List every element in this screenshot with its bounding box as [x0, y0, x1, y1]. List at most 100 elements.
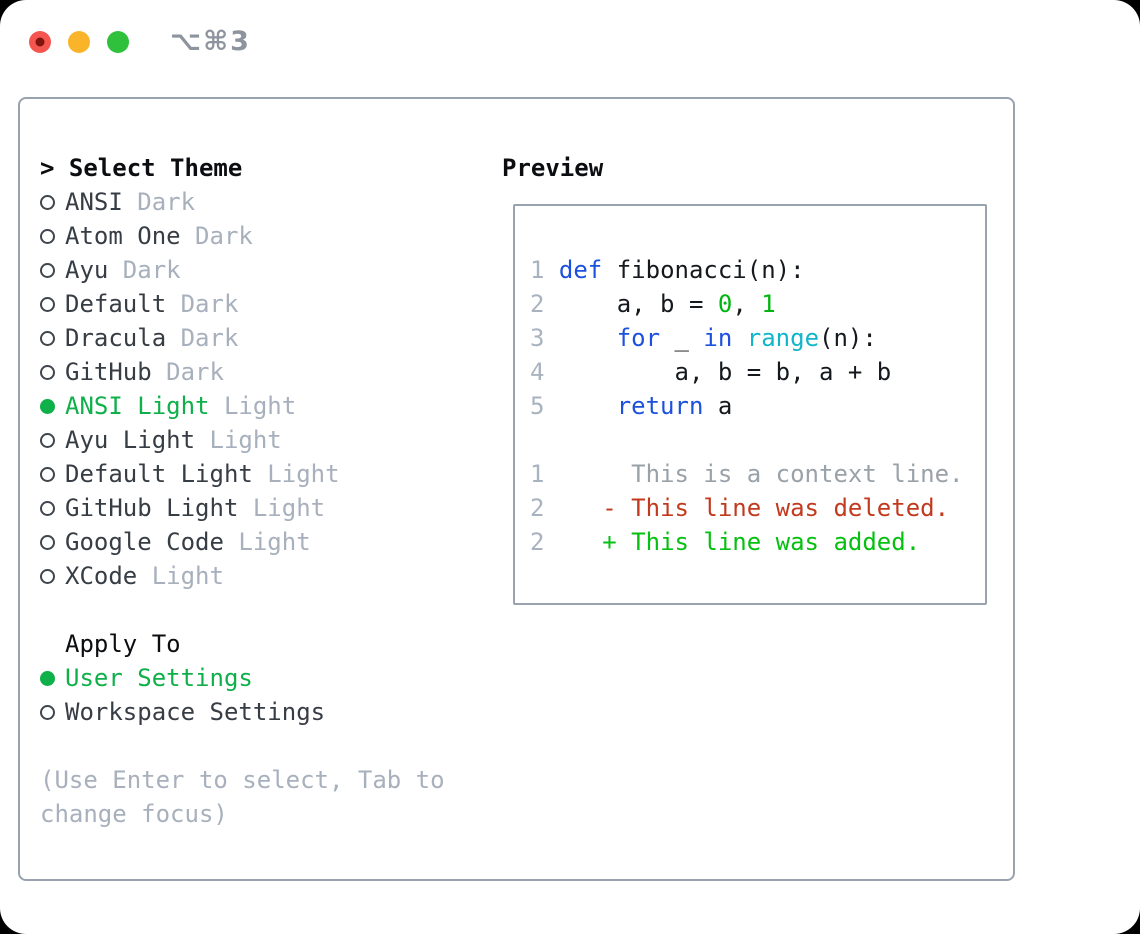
option-label: ANSI Light: [65, 392, 210, 420]
code-segment: a, b =: [558, 290, 718, 318]
option-label: Atom One: [65, 222, 181, 250]
option-label: User Settings: [65, 664, 253, 692]
option-label: Ayu Light: [65, 426, 196, 454]
theme-option[interactable]: Dracula Dark: [40, 321, 445, 355]
code-segment: in: [703, 324, 733, 352]
theme-option[interactable]: Default Dark: [40, 287, 445, 321]
close-window-icon[interactable]: [29, 30, 51, 53]
code-segment: [559, 494, 602, 522]
theme-variant-tag: Dark: [166, 290, 239, 318]
radio-unselected-icon: [40, 296, 55, 312]
code-line: 3 for _ in range(n):: [530, 321, 985, 355]
theme-option[interactable]: Ayu Dark: [40, 253, 445, 287]
option-label: Workspace Settings: [65, 698, 326, 726]
code-line: 1 def fibonacci(n):: [530, 253, 985, 287]
radio-unselected-icon: [40, 194, 55, 210]
code-segment: range: [746, 324, 820, 352]
option-label: Default Light: [65, 460, 253, 488]
line-number: 5: [530, 392, 559, 420]
theme-option[interactable]: GitHub Light Light: [40, 491, 445, 525]
line-number: 1: [530, 256, 559, 284]
code-segment: (n):: [819, 324, 877, 352]
theme-option[interactable]: Google Code Light: [40, 525, 445, 559]
theme-variant-tag: Light: [195, 426, 282, 454]
radio-unselected-icon: [40, 330, 55, 346]
spacer: [40, 593, 445, 627]
line-number: 4: [530, 358, 559, 386]
code-segment: a, b = b, a + b: [558, 358, 892, 386]
option-label: ANSI: [65, 188, 123, 216]
code-segment: This is a context line.: [558, 460, 964, 488]
code-segment: a: [703, 392, 733, 420]
radio-selected-icon: [40, 398, 55, 414]
theme-variant-tag: Dark: [166, 324, 239, 352]
theme-variant-tag: Dark: [151, 358, 224, 386]
theme-option[interactable]: Default Light Light: [40, 457, 445, 491]
hint-line-2: change focus): [40, 800, 228, 828]
option-label: Dracula: [65, 324, 167, 352]
theme-option[interactable]: XCode Light: [40, 559, 445, 593]
code-segment: + This line was added.: [602, 528, 921, 556]
theme-variant-tag: Light: [223, 528, 311, 556]
option-label: Default: [65, 290, 167, 318]
radio-unselected-icon: [40, 364, 55, 380]
minimize-window-icon[interactable]: [68, 30, 90, 53]
theme-variant-tag: Light: [137, 562, 224, 590]
line-number: 2: [530, 494, 559, 522]
theme-option[interactable]: Ayu Light Light: [40, 423, 445, 457]
apply-to-header: Apply To: [65, 630, 181, 658]
theme-option[interactable]: GitHub Dark: [40, 355, 445, 389]
code-segment: [732, 324, 746, 352]
radio-unselected-icon: [40, 262, 55, 278]
line-number: 3: [530, 324, 559, 352]
code-segment: return: [616, 392, 704, 420]
code-segment: 1: [761, 290, 776, 318]
zoom-window-icon[interactable]: [107, 30, 129, 53]
radio-unselected-icon: [40, 534, 55, 550]
theme-option[interactable]: Atom One Dark: [40, 219, 445, 253]
hint-line-1: (Use Enter to select, Tab to: [40, 766, 445, 794]
option-label: XCode: [65, 562, 138, 590]
code-segment: [559, 528, 602, 556]
radio-selected-icon: [40, 670, 55, 686]
theme-variant-tag: Dark: [122, 188, 196, 216]
code-line: 2 + This line was added.: [530, 525, 985, 559]
theme-variant-tag: Light: [252, 460, 340, 488]
theme-variant-tag: Light: [209, 392, 297, 420]
line-number: 2: [530, 528, 559, 556]
apply-to-option[interactable]: User Settings: [40, 661, 445, 695]
code-line: 2 - This line was deleted.: [530, 491, 985, 525]
titlebar: ⌥⌘3: [29, 26, 251, 57]
radio-unselected-icon: [40, 704, 55, 720]
apply-to-option[interactable]: Workspace Settings: [40, 695, 445, 729]
focus-caret-icon: >: [40, 154, 69, 182]
line-number: 1: [530, 460, 559, 488]
code-segment: for: [616, 324, 661, 352]
code-line: 1 This is a context line.: [530, 457, 985, 491]
theme-variant-tag: Dark: [180, 222, 253, 250]
option-label: GitHub: [65, 358, 152, 386]
theme-variant-tag: Light: [238, 494, 326, 522]
theme-option[interactable]: ANSI Light Light: [40, 389, 445, 423]
select-theme-title: Select Theme: [68, 154, 243, 182]
code-segment: [559, 324, 617, 352]
code-segment: 0: [717, 290, 733, 318]
radio-unselected-icon: [40, 500, 55, 516]
select-theme-header: > Select Theme: [40, 151, 445, 185]
theme-variant-tag: Dark: [108, 256, 181, 284]
code-line: 5 return a: [530, 389, 985, 423]
code-line: 2 a, b = 0, 1: [530, 287, 985, 321]
option-label: Ayu: [65, 256, 109, 284]
option-label: Google Code: [65, 528, 224, 556]
theme-option[interactable]: ANSI Dark: [40, 185, 445, 219]
radio-unselected-icon: [40, 432, 55, 448]
code-line: 4 a, b = b, a + b: [530, 355, 985, 389]
spacer: [40, 729, 445, 763]
line-number: [530, 426, 559, 454]
radio-unselected-icon: [40, 466, 55, 482]
preview-title: Preview: [502, 154, 604, 182]
